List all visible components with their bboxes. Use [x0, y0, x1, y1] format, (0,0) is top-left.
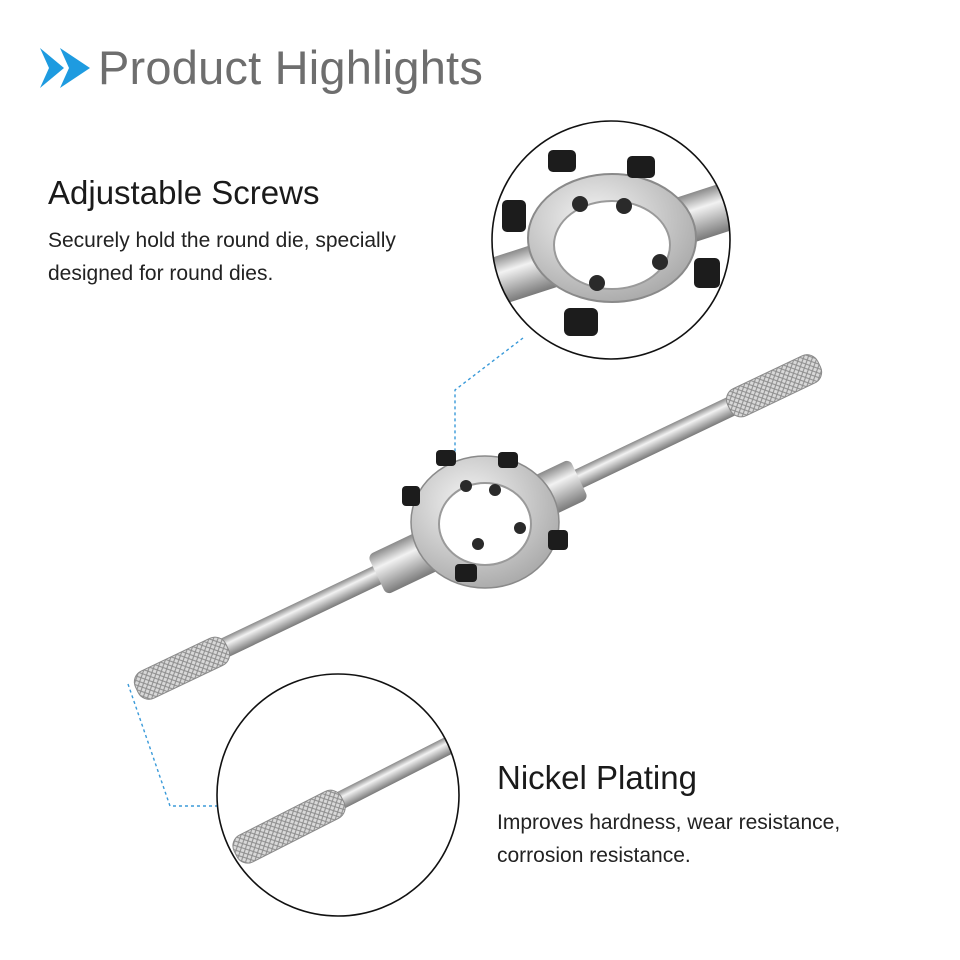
section-header: Product Highlights — [40, 44, 483, 91]
die-holder-ring — [402, 450, 568, 589]
feature-title-nickel-plating: Nickel Plating — [497, 759, 697, 796]
zoom-circle-screws — [491, 120, 731, 360]
double-chevron-right-icon — [40, 47, 90, 88]
description-line: Securely hold the round die, specially — [48, 229, 396, 252]
callout-line-handle — [127, 683, 218, 807]
description-line: designed for round dies. — [48, 262, 274, 285]
callout-line-screws — [454, 337, 524, 462]
feature-description-adjustable-screws: Securely hold the round die, specially d… — [48, 224, 488, 290]
feature-title-adjustable-screws: Adjustable Screws — [48, 174, 320, 211]
description-line: corrosion resistance. — [497, 844, 691, 867]
page-title: Product Highlights — [98, 41, 484, 94]
feature-description-nickel-plating: Improves hardness, wear resistance, corr… — [497, 806, 937, 872]
zoom-circle-handle — [216, 673, 501, 917]
description-line: Improves hardness, wear resistance, — [497, 811, 841, 834]
